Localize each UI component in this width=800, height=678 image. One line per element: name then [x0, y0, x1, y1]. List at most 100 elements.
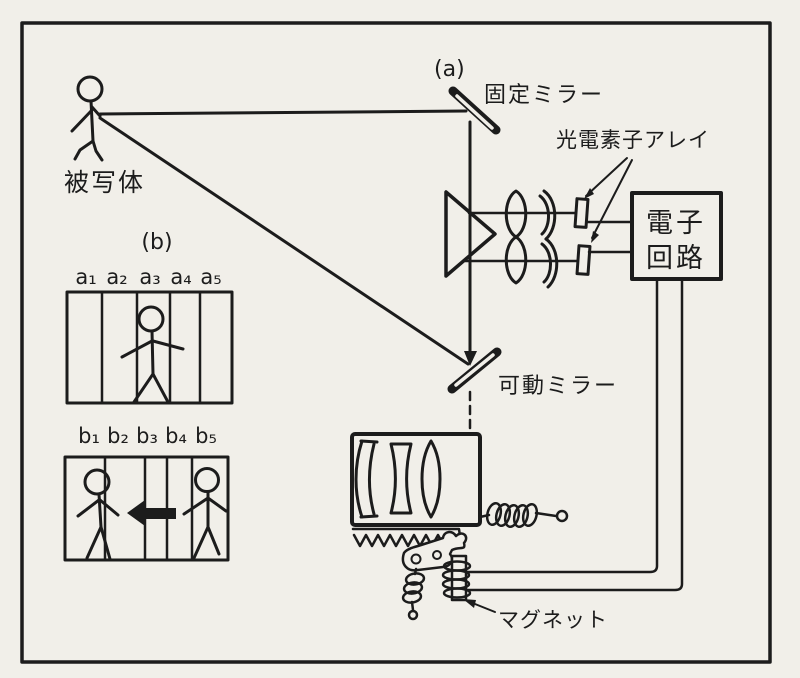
- cell-label-a4: a₄: [170, 265, 191, 289]
- magnet-coil: [441, 554, 472, 602]
- circuit-label-line2: 回路: [646, 243, 706, 274]
- sensor-frame-a: [65, 290, 234, 405]
- circuit-wire-1: [461, 277, 659, 574]
- row-b-labels: b₁ b₂ b₃ b₄ b₅: [78, 424, 217, 448]
- magnet-label: マグネット: [498, 608, 608, 632]
- lens-barrel-outline: [350, 432, 482, 527]
- photo-sensor-array-label: 光電素子アレイ: [556, 128, 710, 152]
- magnet-winding: [442, 587, 472, 599]
- ray-to-movable-mirror: [98, 116, 470, 366]
- spring-coil: [485, 501, 503, 527]
- biconvex-lens: [420, 439, 442, 519]
- movable-mirror: [447, 347, 502, 394]
- figure-b-right-head: [194, 467, 220, 493]
- figure-b-left-leg-right: [99, 525, 112, 561]
- cell-label-b5: b₅: [195, 424, 217, 448]
- sensor-frame-a-outline: [65, 290, 234, 405]
- pawl-spring-coil: [404, 572, 426, 586]
- spring-coil: [503, 503, 521, 529]
- pawl-spring: [401, 567, 426, 621]
- figure-a-arm-left: [120, 339, 154, 359]
- pawl-pivot-2: [432, 550, 442, 560]
- meniscus-lower-inner: [540, 242, 552, 284]
- sensor-frame-b-outline: [63, 455, 230, 562]
- figure-in-b5: [182, 467, 228, 560]
- spring-coil: [512, 503, 530, 529]
- shift-left-arrow: [127, 500, 176, 526]
- meniscus-lower-outer: [544, 237, 559, 289]
- cell-label-b2: b₂: [107, 424, 129, 448]
- fixed-mirror: [448, 86, 501, 135]
- subject-label: 被写体: [64, 168, 145, 197]
- leader-arrowhead-lower: [591, 231, 599, 243]
- circuit-label-line1: 電子: [646, 208, 706, 239]
- circuit-wire-2: [462, 277, 684, 592]
- light-rays: [98, 109, 470, 366]
- figure-b-left-arm-left: [76, 498, 101, 518]
- relay-lens-group: [504, 189, 559, 289]
- pawl-pivot-1: [410, 553, 422, 565]
- fixed-mirror-highlight: [455, 94, 494, 130]
- sensor-leader-arrows: [584, 157, 633, 243]
- panel-b-tag: (b): [141, 230, 172, 255]
- panel-a-tag: (a): [434, 57, 465, 82]
- biconvex-lens-lower: [504, 235, 528, 285]
- magnet-leader-arrowhead: [463, 599, 476, 608]
- figure-a-leg-left: [132, 372, 155, 404]
- axis-arrowhead: [464, 351, 477, 366]
- figure-in-a3: [120, 305, 185, 404]
- movable-mirror-highlight: [454, 353, 495, 387]
- subject-figure: [70, 75, 104, 162]
- outer-frame: [20, 21, 772, 664]
- spring-coil: [494, 502, 512, 528]
- figure-a-arm-right: [151, 339, 185, 351]
- pawl-spring-coil: [402, 581, 424, 595]
- cell-label-a2: a₂: [106, 265, 127, 289]
- cell-label-b1: b₁: [78, 424, 100, 448]
- figure-b-left-head: [83, 468, 111, 496]
- leader-arrowhead-upper: [584, 188, 594, 199]
- row-a-labels: a₁ a₂ a₃ a₄ a₅: [75, 265, 221, 289]
- figure-b-left-arm-right: [98, 498, 120, 517]
- photo-sensor-upper: [573, 197, 590, 229]
- figure-b-right-arm-left: [182, 496, 210, 516]
- meniscus-upper-inner: [538, 194, 550, 236]
- figure-a-leg-right: [151, 372, 170, 404]
- figure-b-left-leg-left: [85, 525, 103, 560]
- figure-b-right-arm-right: [206, 496, 228, 513]
- subject-arm-left: [70, 108, 94, 133]
- figure-a-head: [137, 305, 165, 333]
- lens-element-edge-inner: [368, 442, 376, 516]
- leader-line-lower: [591, 159, 633, 239]
- subject-head: [76, 75, 104, 103]
- movable-mirror-label: 可動ミラー: [498, 374, 618, 399]
- pawl-spring-end-ring: [407, 609, 419, 621]
- circuit-wires: [461, 277, 684, 592]
- fixed-mirror-label: 固定ミラー: [484, 83, 604, 108]
- concave-lens: [389, 442, 413, 515]
- return-spring: [478, 501, 569, 529]
- magnet-leader: [463, 599, 496, 613]
- circuit-box: 電子 回路: [630, 191, 723, 281]
- cell-label-a5: a₅: [200, 265, 221, 289]
- pawl-spring-tail: [410, 600, 415, 612]
- leader-line-upper: [585, 157, 628, 197]
- lens-assembly: [350, 432, 482, 527]
- figure-b-right-leg-right: [206, 525, 221, 556]
- figure-a-body: [150, 329, 155, 376]
- subject-leg-right: [91, 139, 104, 162]
- spring-tail: [534, 511, 558, 518]
- spring-coil: [521, 502, 539, 528]
- figure-in-b1: [76, 468, 120, 561]
- cell-label-a1: a₁: [75, 265, 96, 289]
- ray-to-fixed-mirror: [98, 109, 468, 116]
- circuit-box-outline: [630, 191, 723, 281]
- cell-label-a3: a₃: [139, 265, 160, 289]
- lens-element-edge-caps: [359, 439, 379, 519]
- lens-element-edge-outer: [354, 439, 364, 519]
- cell-label-b3: b₃: [136, 424, 158, 448]
- figure-b-right-leg-left: [192, 525, 210, 560]
- sensor-frame-b: [63, 455, 230, 562]
